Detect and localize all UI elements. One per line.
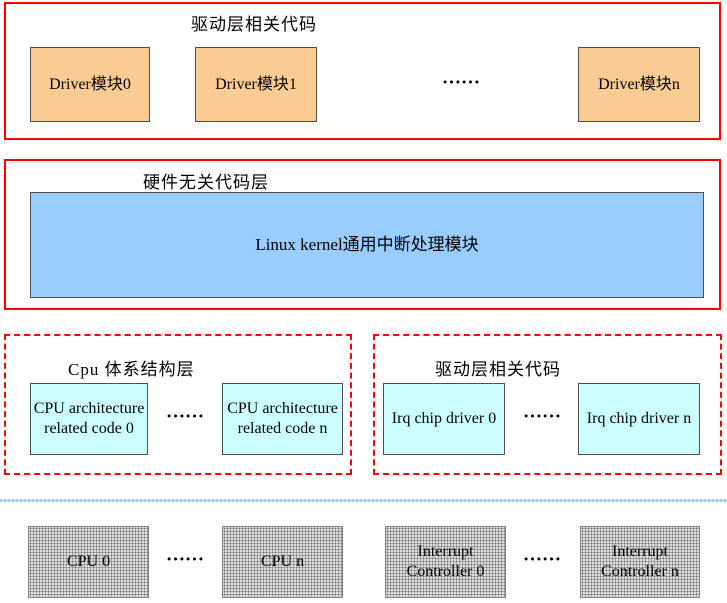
hw-independent-label: 硬件无关代码层	[143, 173, 269, 192]
ellipsis: ……	[166, 401, 204, 423]
hw-independent-section: 硬件无关代码层 Linux kernel通用中断处理模块	[4, 159, 721, 310]
ellipsis: ……	[442, 66, 480, 88]
ellipsis: ……	[166, 544, 204, 566]
cpu-n-box: CPU n	[222, 526, 343, 598]
irq-driver-section: 驱动层相关代码 Irq chip driver 0 …… Irq chip dr…	[373, 334, 722, 475]
cpu-arch-code-0-box: CPU architecture related code 0	[30, 383, 148, 455]
irq-chip-driver-n-box: Irq chip driver n	[578, 383, 700, 455]
cpu-arch-section: Cpu 体系结构层 CPU architecture related code …	[4, 334, 352, 475]
driver-layer-label: 驱动层相关代码	[191, 15, 317, 34]
driver-module-1-box: Driver模块1	[195, 47, 317, 122]
driver-module-n-box: Driver模块n	[578, 47, 700, 122]
cpu-arch-code-n-box: CPU architecture related code n	[222, 383, 343, 455]
irq-chip-driver-0-box: Irq chip driver 0	[383, 383, 505, 455]
ellipsis: ……	[523, 401, 561, 423]
driver-layer-section: 驱动层相关代码 Driver模块0 Driver模块1 …… Driver模块n	[4, 2, 721, 140]
cpu-arch-label: Cpu 体系结构层	[68, 360, 195, 379]
ellipsis: ……	[523, 544, 561, 566]
driver-module-0-box: Driver模块0	[30, 47, 150, 122]
linux-kernel-irq-module-box: Linux kernel通用中断处理模块	[30, 192, 704, 298]
interrupt-controller-0-box: Interrupt Controller 0	[385, 526, 506, 598]
irq-driver-label: 驱动层相关代码	[435, 360, 561, 379]
interrupt-controller-n-box: Interrupt Controller n	[580, 526, 700, 598]
cpu-0-box: CPU 0	[28, 526, 149, 598]
hardware-boundary-line	[0, 499, 727, 502]
